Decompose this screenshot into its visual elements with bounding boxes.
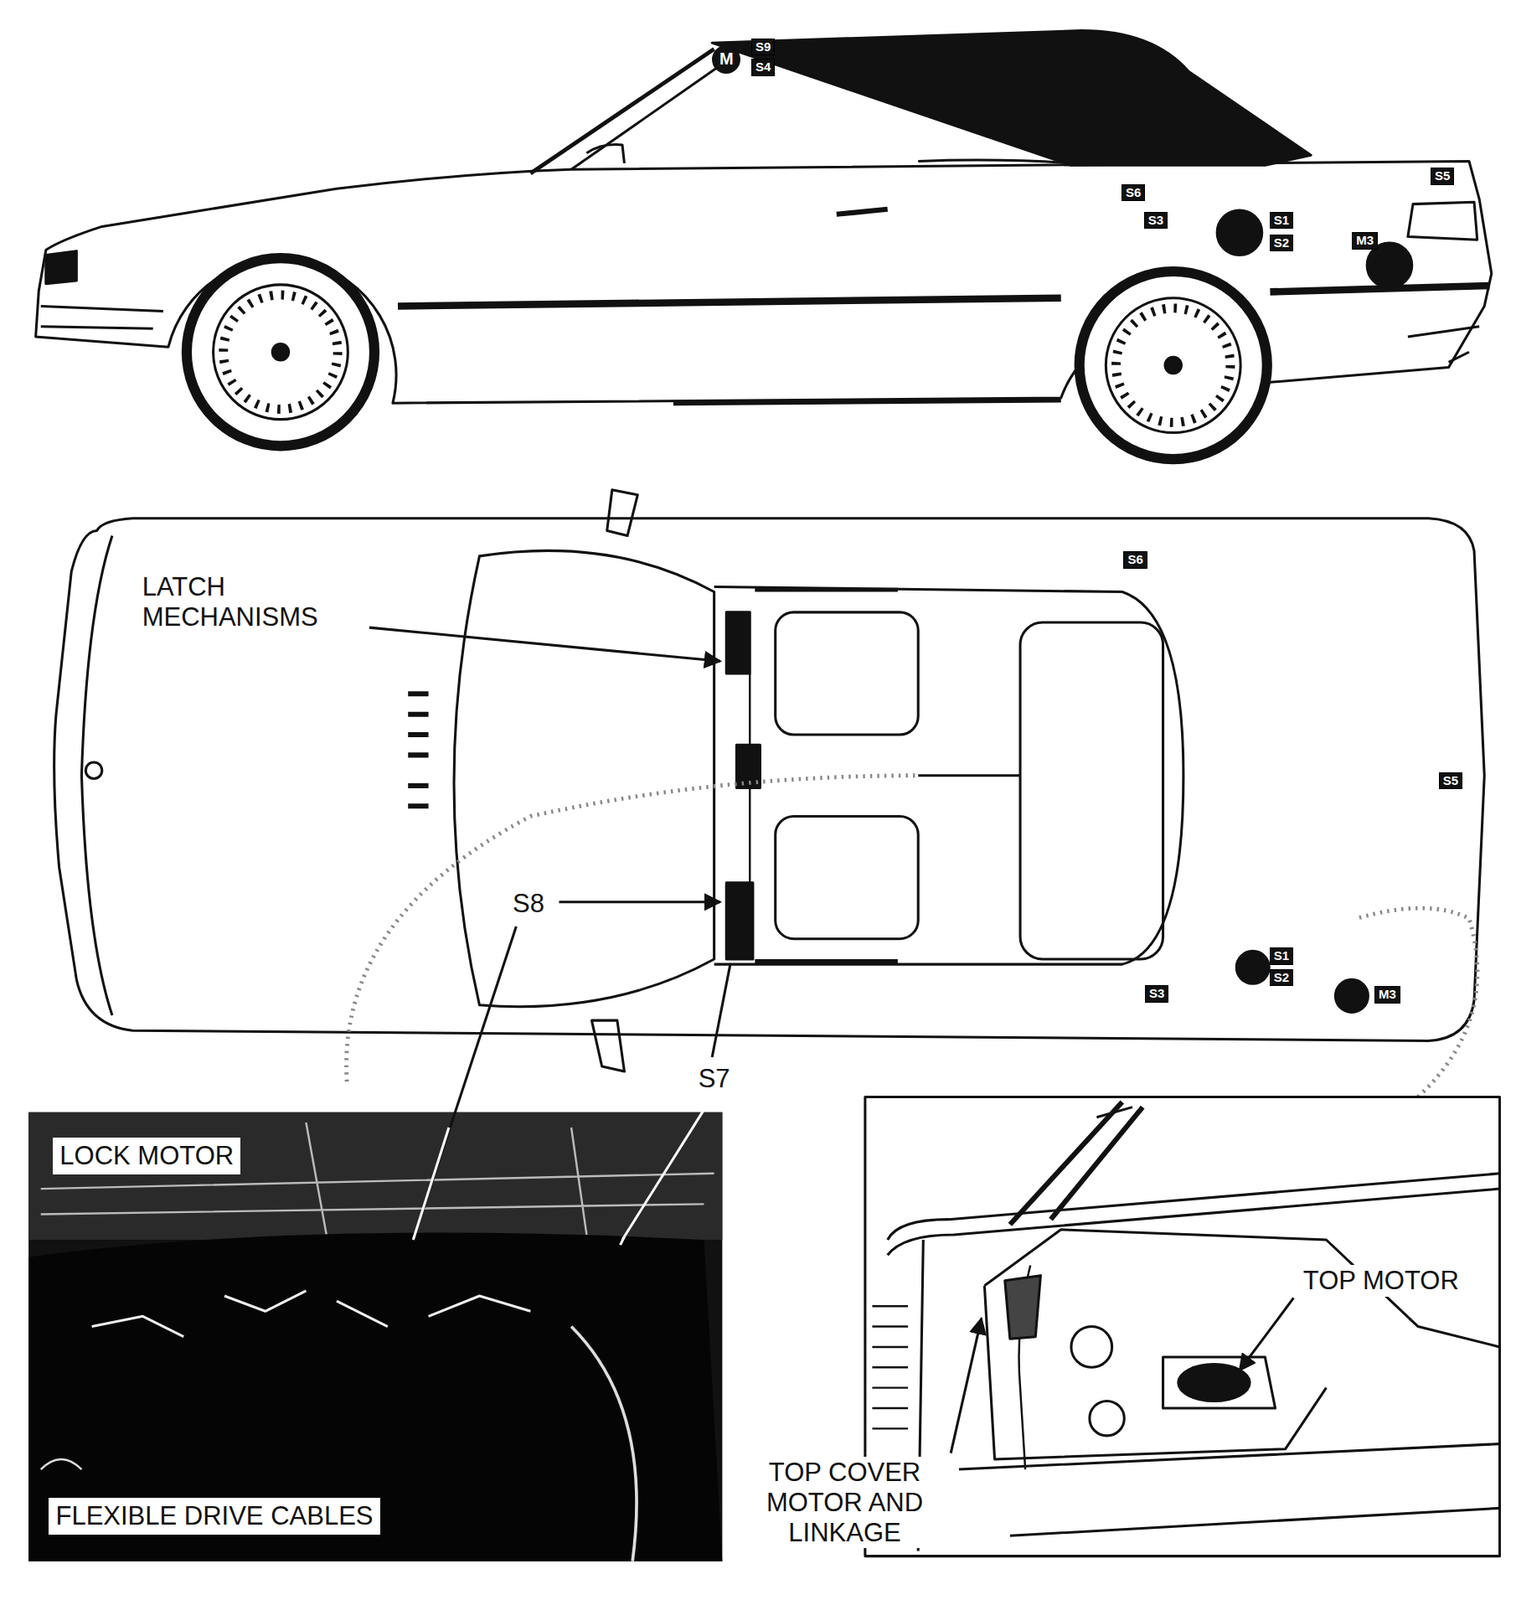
callout-box: FLEXIBLE DRIVE CABLES bbox=[48, 1497, 380, 1535]
node-text: M3 bbox=[1356, 233, 1374, 248]
marker-circle: M bbox=[711, 45, 741, 74]
node-text: S5 bbox=[1443, 773, 1459, 789]
component-tag: S5 bbox=[1438, 772, 1463, 790]
component-tag: S9 bbox=[751, 38, 775, 57]
node-text: S1 bbox=[1273, 213, 1290, 228]
component-tag: M3 bbox=[1351, 232, 1378, 250]
node-text: S3 bbox=[1149, 986, 1165, 1001]
component-tag: S3 bbox=[1144, 984, 1169, 1003]
node-text: S6 bbox=[1127, 552, 1143, 568]
component-tag: M3 bbox=[1374, 985, 1401, 1004]
node-text: LOCK MOTOR bbox=[59, 1140, 234, 1171]
component-tag: S1 bbox=[1269, 211, 1294, 230]
node-text: S3 bbox=[1148, 213, 1164, 228]
callout-box: LOCK MOTOR bbox=[52, 1137, 241, 1175]
component-tag: S6 bbox=[1121, 184, 1145, 202]
component-tag: S5 bbox=[1430, 167, 1455, 186]
node-text: M bbox=[719, 49, 734, 69]
node-text: M3 bbox=[1378, 987, 1397, 1002]
node-text: S1 bbox=[1273, 948, 1290, 964]
component-tag: S4 bbox=[751, 58, 775, 77]
callout-label: S8 bbox=[509, 887, 548, 920]
callout-label: S7 bbox=[695, 1062, 734, 1095]
callout-label: TOP COVER MOTOR AND LINKAGE bbox=[740, 1456, 950, 1548]
component-tag: S2 bbox=[1269, 234, 1294, 253]
component-tag: S3 bbox=[1144, 211, 1168, 230]
component-tag: S2 bbox=[1269, 969, 1294, 987]
node-text: S9 bbox=[755, 40, 771, 55]
node-text: S4 bbox=[755, 60, 771, 75]
node-text: S2 bbox=[1273, 970, 1290, 985]
callout-label: TOP MOTOR bbox=[1299, 1264, 1463, 1297]
node-text: S2 bbox=[1273, 236, 1290, 251]
component-tag: S1 bbox=[1269, 947, 1294, 965]
node-text: FLEXIBLE DRIVE CABLES bbox=[55, 1500, 373, 1532]
callout-label: LATCH MECHANISMS bbox=[139, 571, 341, 633]
node-text: S5 bbox=[1434, 169, 1450, 184]
node-text: S6 bbox=[1125, 185, 1141, 201]
component-tag: S6 bbox=[1123, 551, 1147, 569]
